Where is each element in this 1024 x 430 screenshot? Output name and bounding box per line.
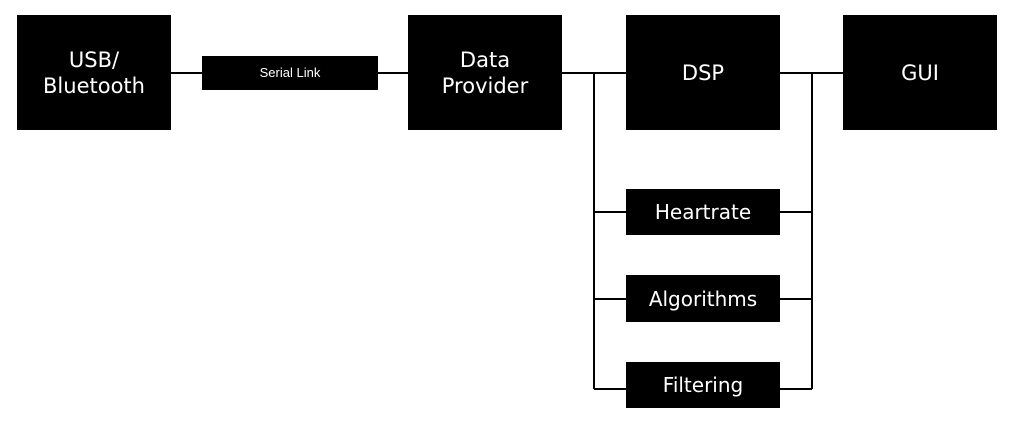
serial-link-block: Serial Link xyxy=(202,56,378,90)
data-provider-block: Data Provider xyxy=(408,15,562,130)
heartrate-block: Heartrate xyxy=(626,189,780,235)
algorithms-block: Algorithms xyxy=(626,275,780,322)
filtering-block: Filtering xyxy=(626,362,780,408)
gui-block: GUI xyxy=(843,15,997,130)
usb-bluetooth-block: USB/ Bluetooth xyxy=(17,15,171,130)
dsp-block: DSP xyxy=(626,15,780,130)
